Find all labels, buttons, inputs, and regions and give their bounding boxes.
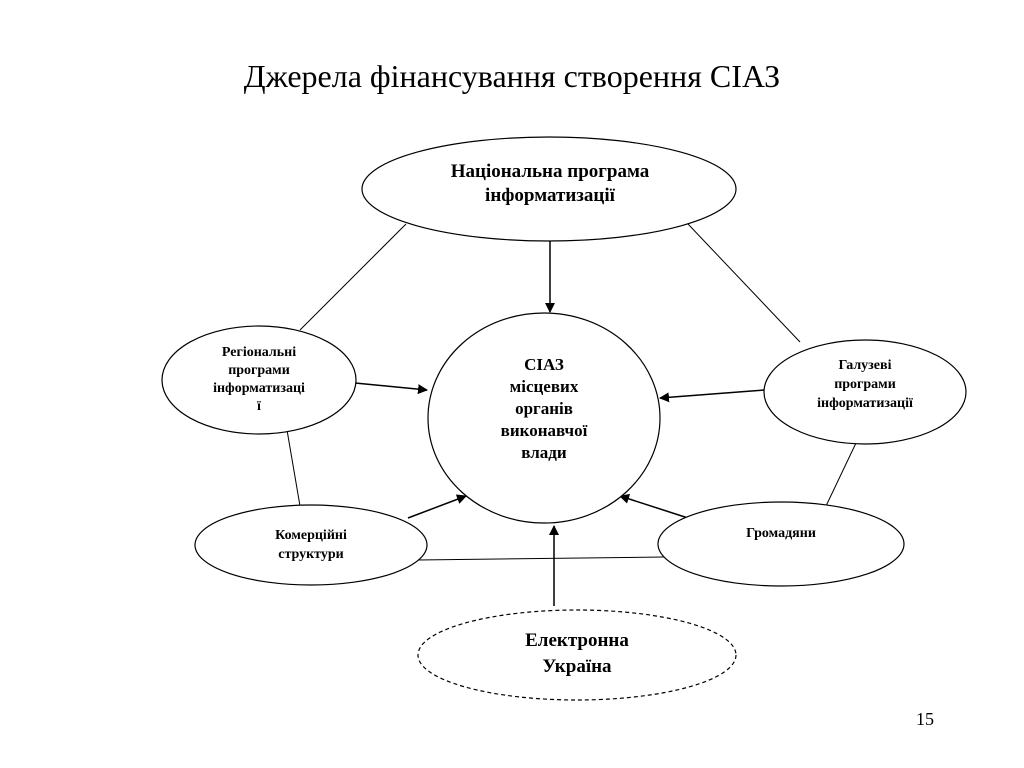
node-national-program — [361, 136, 737, 242]
label-line: Комерційні — [275, 528, 347, 543]
node-regional-programs-label: Регіональні програми інформатизаці ї — [176, 344, 342, 416]
arrow-regional-to-center — [354, 382, 428, 395]
node-citizens — [657, 501, 905, 587]
slide-title: Джерела фінансування створення СІАЗ — [243, 58, 781, 94]
connector-regional-commercial — [286, 429, 301, 507]
label-line: ї — [257, 399, 261, 414]
label-line: структури — [278, 547, 344, 562]
arrow-sectoral-to-center — [659, 389, 765, 403]
connector-national-sectoral — [687, 223, 801, 343]
label-line: інформатизації — [817, 396, 913, 411]
node-commercial-structures-label: Комерційні структури — [206, 526, 416, 564]
label-line: виконавчої — [500, 421, 588, 440]
label-line: СІАЗ — [524, 355, 564, 374]
node-e-ukraine-label: Електронна Україна — [436, 628, 718, 680]
label-line: влади — [521, 443, 567, 462]
node-sectoral-programs — [763, 339, 967, 445]
label-line: Галузеві — [838, 358, 892, 373]
node-national-program-label: Національна програма інформатизації — [380, 160, 720, 208]
label-line: Електронна — [525, 630, 629, 651]
label-line: органів — [515, 399, 573, 418]
label-line: інформатизаці — [213, 381, 305, 396]
label-line: Україна — [542, 656, 612, 677]
connector-commercial-citizens — [417, 556, 665, 561]
label-line: Регіональні — [221, 345, 297, 360]
label-line: програми — [228, 363, 290, 378]
label-line: місцевих — [509, 377, 579, 396]
arrow-citizens-to-center — [619, 494, 689, 519]
label-line: інформатизації — [485, 185, 615, 206]
node-e-ukraine — [417, 609, 737, 701]
connector-sectoral-citizens — [825, 442, 857, 507]
node-siaz-center — [427, 312, 661, 524]
page-number: 15 — [916, 709, 934, 729]
label-line: програми — [834, 377, 896, 392]
node-siaz-center-label: СІАЗ місцевих органів виконавчої влади — [456, 354, 632, 464]
node-citizens-label: Громадяни — [670, 524, 892, 543]
node-commercial-structures — [194, 504, 428, 586]
label-line: Громадяни — [746, 526, 816, 541]
node-regional-programs — [161, 325, 357, 435]
arrow-commercial-to-center — [407, 494, 467, 519]
label-line: Національна програма — [450, 161, 650, 182]
node-sectoral-programs-label: Галузеві програми інформатизації — [772, 356, 958, 413]
connector-national-regional — [299, 223, 407, 331]
